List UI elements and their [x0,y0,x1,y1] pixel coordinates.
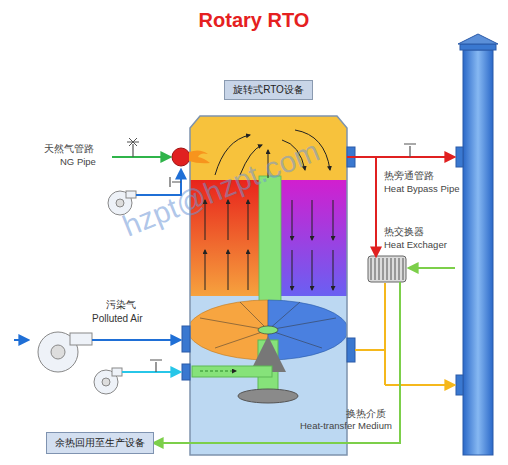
heat-exchanger [387,258,388,280]
bypass-pipe [404,144,416,157]
heat-exchanger [371,258,403,280]
bypass-pipe [355,144,454,157]
flow-arrows [333,250,334,290]
box-text: 余热回用至生产设备 [55,437,161,449]
heat-exchanger [368,256,406,282]
medium-connector [154,282,400,443]
purge-air-fan [94,360,180,394]
nozzles [182,364,190,380]
purge-air-fan [112,368,122,376]
burner-air-fan [126,191,136,198]
heat-exchanger [371,258,372,280]
flow-arrows [312,250,313,290]
purge-air-fan [102,378,110,386]
burner-air-fan [170,177,181,187]
exhaust-line [384,283,386,385]
chimney-stack [463,50,493,455]
exhaust-line [355,283,454,385]
purge-air-fan [122,371,180,373]
pipe-label: NG Pipe [60,157,96,168]
heat-exchanger [403,258,404,280]
exhaust-line [385,384,454,386]
chimney-stack [456,34,498,455]
watermark: hzpt@hzpt.com [118,134,325,244]
rto-vessel [188,300,268,360]
flow-arrows [248,250,249,290]
heat-exchanger [391,258,392,280]
polluted-air-fan [14,332,180,372]
heat-exchanger [395,258,396,280]
diagram-title: Rotary RTO [0,9,508,32]
rto-vessel [192,366,272,377]
medium-label: Heat-transfer Medium [300,421,392,432]
heat-exchanger [379,258,380,280]
burner-air-fan [116,199,124,207]
chimney-stack [456,375,463,395]
flow-arrows [205,250,206,290]
medium-label: 换热介质 [346,408,386,420]
natural-gas-line [172,148,190,166]
heat-exchanger [383,258,384,280]
rto-vessel [258,326,278,334]
polluted-air-fan [14,339,28,341]
polluted-air-fan [51,345,65,359]
natural-gas-line [112,138,210,166]
pipe-label: 热旁通管路 [384,170,434,182]
natural-gas-line [129,138,137,146]
flow-arrows [292,250,293,290]
heat-exchanger [375,258,376,280]
flow-arrows [292,200,293,240]
pipe-label: Heat Bypass Pipe [384,184,460,195]
heat-exchanger [368,256,455,282]
rto-vessel: 旋转式RTO设备 [190,116,347,455]
natural-gas-line [112,156,170,158]
heat-exchanger [399,258,400,280]
polluted-air-fan [70,333,92,345]
natural-gas-line [189,150,210,163]
nozzles [347,338,355,362]
heat-exchanger [409,267,455,269]
rto-vessel [238,389,298,403]
equipment-heading: 旋转式RTO设备 [224,80,313,100]
rto-vessel [268,300,348,360]
heat-exchanger: 热交换器Heat Exchager [368,256,406,282]
pipe-label: 天然气管路 [44,143,94,155]
flow-arrows [248,200,249,240]
polluted-air-fan [92,339,180,341]
inlet-label: Polluted Air [92,313,143,325]
flow-arrows [333,200,334,240]
chimney-stack [460,44,496,50]
exchanger-label: 热交换器 [384,226,424,238]
flow-arrows [228,250,229,290]
exhaust-line [355,349,385,351]
purge-air-fan [150,360,162,372]
flow-arrows [312,200,313,240]
exchanger-label: Heat Exchager [384,240,447,251]
chimney-stack [458,34,498,44]
chimney-stack [456,147,463,167]
heat-reuse-box: 余热回用至生产设备 [46,432,154,454]
inlet-label: 污染气 [106,299,136,311]
nozzles [182,326,190,352]
rto-vessel [188,296,350,458]
rto-vessel [200,371,236,372]
flow-arrows [228,200,229,240]
natural-gas-line [127,142,139,157]
bypass-connector [347,157,376,256]
